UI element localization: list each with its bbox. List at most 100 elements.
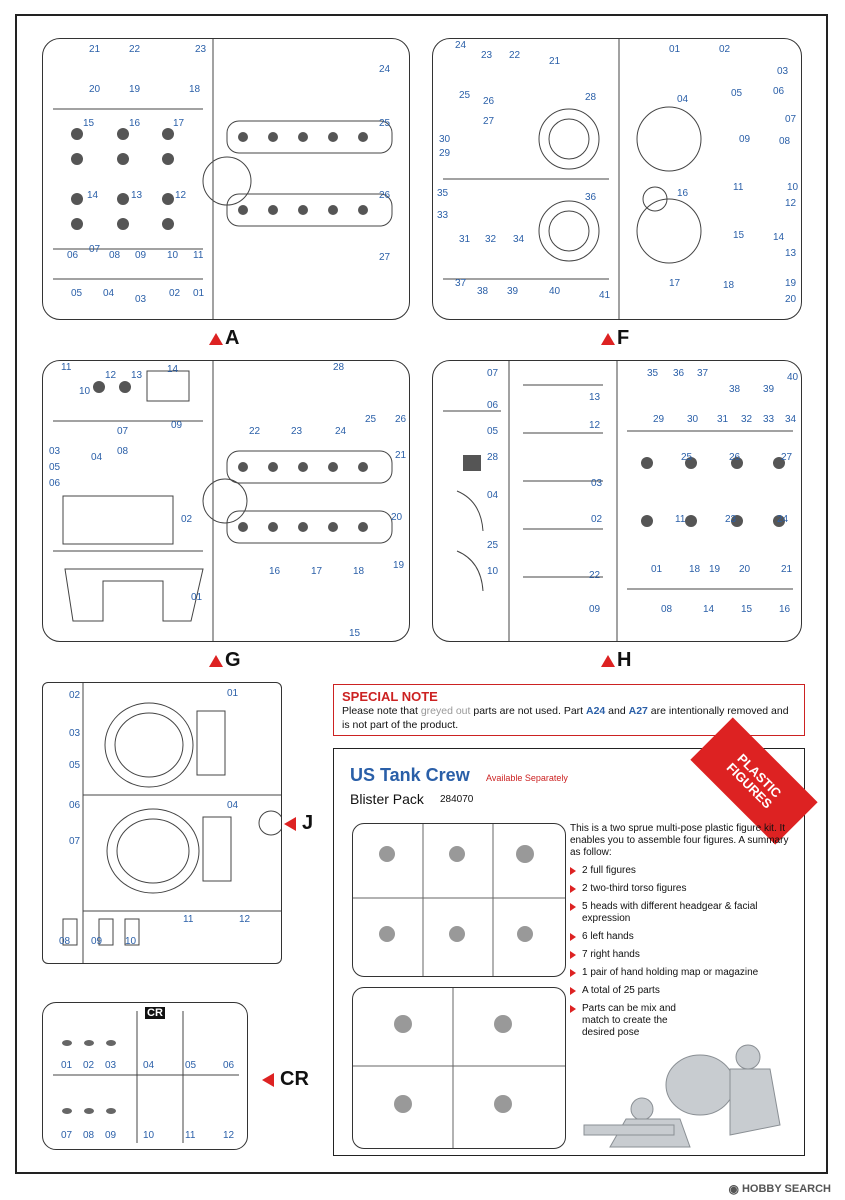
part-number: 11 [733,182,744,193]
note-text: parts are not used. Part [470,705,586,717]
part-number: 06 [223,1060,235,1071]
part-number: 03 [69,728,81,739]
figure-sprue-2 [352,987,566,1149]
red-triangle-icon [262,1072,274,1087]
part-number: 19 [393,560,405,571]
crew-intro: This is a two sprue multi-pose plastic f… [570,823,789,858]
part-number: 09 [171,420,183,431]
crew-subtitle: Blister Pack [350,791,424,807]
part-number: 28 [585,92,597,103]
part-number: 40 [549,286,561,297]
part-number: 05 [71,288,83,299]
part-number: 14 [773,232,785,243]
note-greyed-text: greyed out [420,705,471,717]
sprue-letter: CR [280,1068,309,1090]
sprue-j: 02 01 03 04 05 06 07 08 09 10 11 12 [42,682,282,964]
watermark-text: HOBBY SEARCH [741,1183,831,1195]
part-number: 26 [379,190,391,201]
part-number: 12 [239,914,251,925]
part-number: 01 [651,564,663,575]
feature-item: Parts can be mix and match to create the… [570,1003,692,1039]
part-number: 08 [779,136,791,147]
part-number: 22 [129,44,141,55]
part-number: 02 [719,44,731,55]
part-number: 35 [647,368,659,379]
part-number: 20 [739,564,751,575]
part-number: 10 [787,182,799,193]
part-number: 41 [599,290,611,301]
part-number: 06 [69,800,81,811]
sprue-j-drawing [62,683,281,963]
part-number: 05 [487,426,499,437]
part-number: 12 [175,190,187,201]
part-number: 01 [227,688,239,699]
part-number: 06 [487,400,499,411]
feature-item: 2 full figures [570,865,792,877]
crew-title: US Tank Crew [350,765,470,785]
note-text: Please note that [342,705,421,717]
part-number: 39 [763,384,775,395]
part-number: 01 [191,592,203,603]
feature-item: 7 right hands [570,949,792,961]
part-number: 04 [103,288,115,299]
figure-sprue-2-drawing [353,988,565,1148]
part-number: 15 [83,118,95,129]
crew-ad-panel: PLASTIC FIGURES US Tank Crew Available S… [333,717,818,1156]
part-number: 01 [193,288,205,299]
part-number: 09 [135,250,147,261]
part-number: 11 [675,514,686,525]
part-number: 05 [49,462,61,473]
note-part-b: A27 [628,705,648,717]
part-number: 27 [483,116,495,127]
part-number: 23 [725,514,737,525]
part-number: 22 [589,570,601,581]
special-note: SPECIAL NOTE Please note that greyed out… [333,684,805,736]
part-number: 21 [549,56,561,67]
part-number: 03 [135,294,147,305]
part-number: 15 [741,604,753,615]
part-number: 09 [91,936,103,947]
part-number: 23 [481,50,493,61]
part-number: 24 [335,426,347,437]
part-number: 19 [129,84,141,95]
sprue-a: 21 22 23 24 20 19 18 15 16 17 25 14 13 1… [42,38,410,320]
part-number: 06 [49,478,61,489]
part-number: 36 [585,192,597,203]
part-number: 35 [437,188,449,199]
sprue-letter: A [225,327,240,349]
sprue-f-drawing [443,39,702,319]
part-number: 16 [129,118,141,129]
part-number: 06 [773,86,785,97]
part-number: 34 [513,234,525,245]
crew-figure-photo [583,1044,781,1148]
crew-product-code: 284070 [440,794,474,805]
sprue-g: 11 12 13 14 28 10 22 23 24 25 26 03 04 0… [42,360,410,642]
part-number: 11 [61,362,72,373]
part-number: 22 [249,426,261,437]
sprue-label-g: G [209,649,241,672]
part-number: 02 [83,1060,95,1071]
part-number: 07 [69,836,81,847]
badge-line: FIGURES [723,759,776,812]
feature-item: 6 left hands [570,931,792,943]
part-number: 19 [709,564,721,575]
part-number: 03 [105,1060,117,1071]
part-number: 12 [589,420,601,431]
part-number: 15 [733,230,745,241]
part-number: 04 [91,452,103,463]
part-number: 18 [353,566,365,577]
part-number: 10 [167,250,179,261]
part-number: 17 [669,278,681,289]
part-number: 31 [459,234,471,245]
sprue-h: 07 35 36 37 38 39 40 06 13 29 30 31 32 3… [432,360,802,642]
part-number: 17 [173,118,185,129]
sprue-letter: H [617,649,632,671]
part-number: 20 [89,84,101,95]
part-number: 04 [227,800,239,811]
part-number: 02 [169,288,181,299]
crew-availability: Available Separately [486,773,568,783]
part-number: 12 [785,198,797,209]
part-number: 38 [477,286,489,297]
part-number: 14 [167,364,179,375]
part-number: 23 [291,426,303,437]
